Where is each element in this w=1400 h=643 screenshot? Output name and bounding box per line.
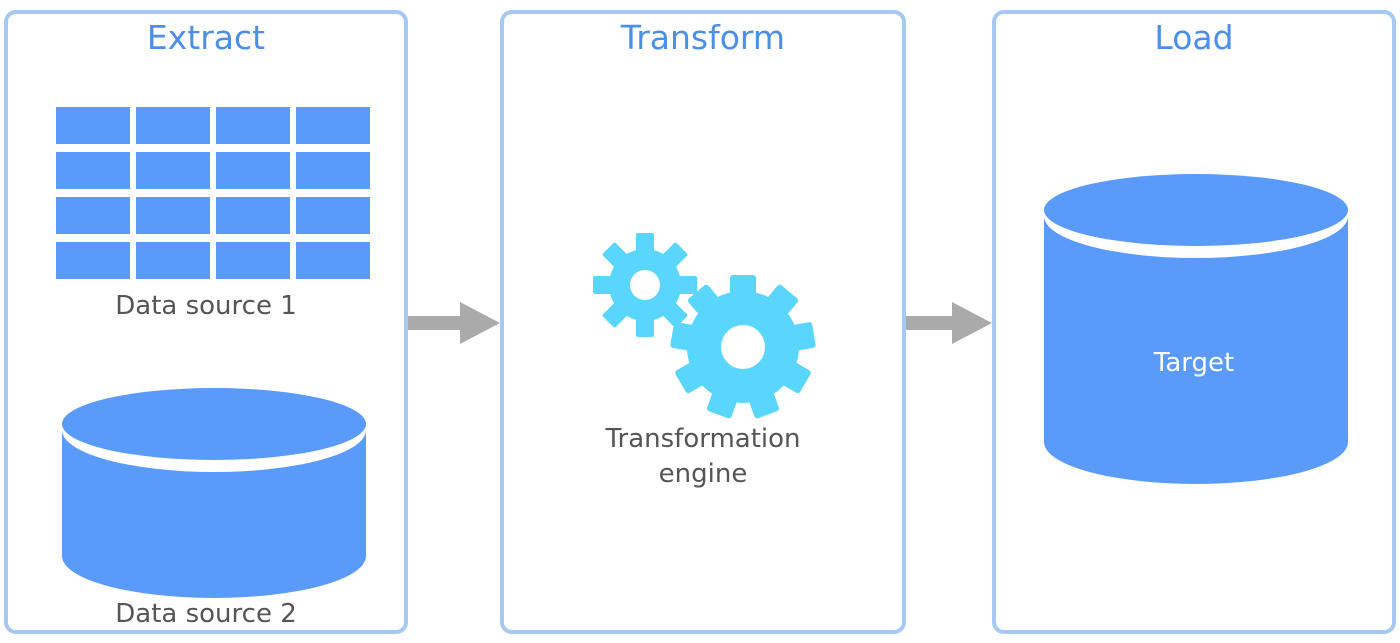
table-cell: [296, 107, 370, 144]
table-cell: [56, 152, 130, 189]
table-cell: [56, 242, 130, 279]
table-cell: [216, 197, 290, 234]
load-title: Load: [1154, 18, 1234, 57]
arrow-right-icon: [906, 302, 992, 344]
table-cell: [216, 152, 290, 189]
table-cell: [136, 197, 210, 234]
table-cell: [136, 152, 210, 189]
table-cell: [56, 107, 130, 144]
table-cell: [216, 107, 290, 144]
data-source-1-label: Data source 1: [115, 291, 297, 321]
extract-title: Extract: [146, 18, 266, 57]
table-cell: [296, 152, 370, 189]
engine-label-line2: engine: [658, 459, 748, 489]
engine-label-line1: Transformation: [605, 424, 801, 454]
table-icon: [56, 107, 372, 281]
table-cell: [296, 242, 370, 279]
load-panel: Load Target: [992, 10, 1396, 634]
extract-panel: Extract Data source 1 Data source 2: [4, 10, 408, 634]
arrow-right-icon: [408, 302, 500, 344]
table-cell: [56, 197, 130, 234]
data-source-2-label: Data source 2: [115, 599, 297, 629]
gears-icon: [593, 233, 816, 419]
database-icon: [1044, 174, 1348, 484]
table-cell: [136, 242, 210, 279]
transform-panel: Transform: [500, 10, 906, 634]
database-icon: [62, 388, 366, 598]
table-cell: [136, 107, 210, 144]
transform-title: Transform: [620, 18, 786, 57]
target-label: Target: [1153, 348, 1235, 378]
table-cell: [216, 242, 290, 279]
table-cell: [296, 197, 370, 234]
